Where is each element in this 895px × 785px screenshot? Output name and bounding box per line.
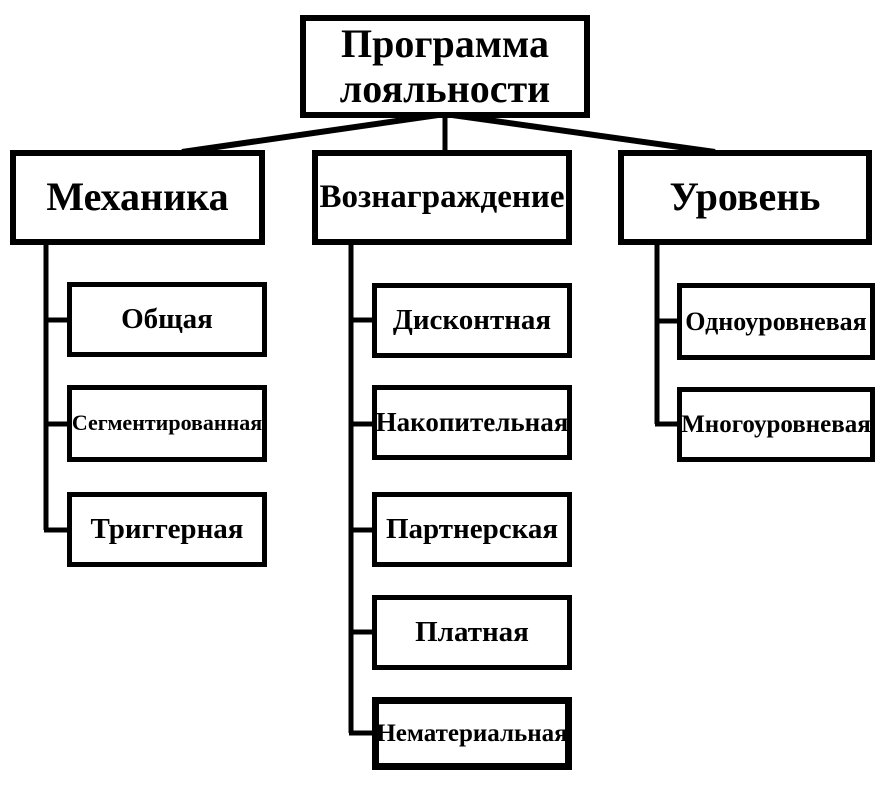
leaf-trigger: Триггерная [67,492,267,567]
leaf-paid: Платная [372,595,572,670]
leaf-nonmaterial: Нематериальная [372,697,572,770]
leaf-single-level: Одноуровневая [677,283,875,360]
leaf-discount: Дисконтная [372,283,572,358]
branch-level: Уровень [618,150,872,245]
leaf-segmented: Сегментированная [67,385,267,462]
leaf-accumulative: Накопительная [372,385,572,460]
leaf-general: Общая [67,282,267,357]
leaf-partner: Партнерская [372,492,572,567]
branch-reward: Вознаграждение [312,150,572,245]
root-node-loyalty-program: Программа лояльности [300,15,590,118]
branch-mechanics: Механика [10,150,265,245]
leaf-multi-level: Многоуровневая [677,387,875,462]
